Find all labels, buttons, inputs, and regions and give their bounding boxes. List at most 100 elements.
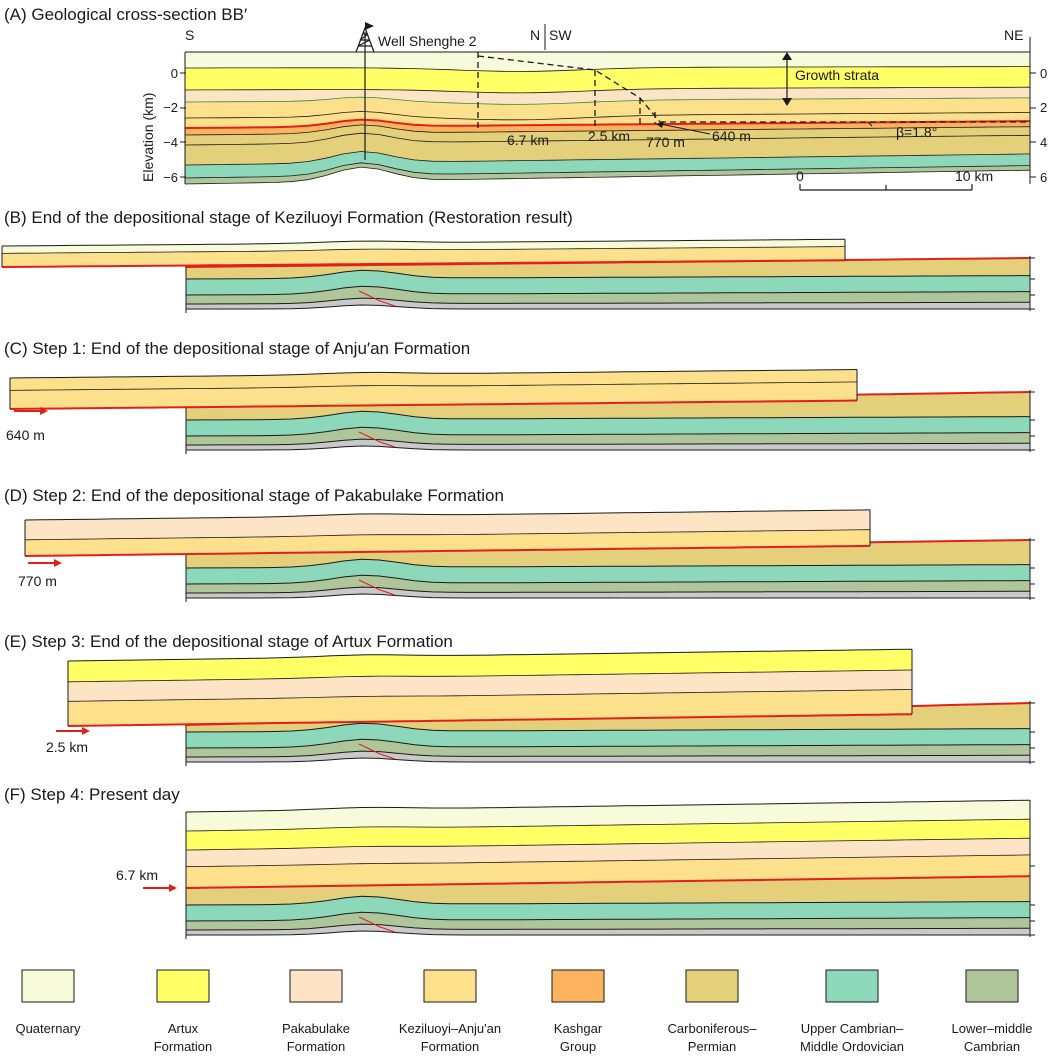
shift-arrow-head	[169, 884, 177, 892]
layer-lower-cambrian	[186, 427, 1030, 445]
sheet-layer	[25, 509, 870, 540]
layer-lower-cambrian	[186, 575, 1030, 593]
shift-label-e: 2.5 km	[46, 739, 88, 755]
left-end-label: S	[185, 27, 194, 43]
a-layer	[185, 162, 1030, 184]
left-tick-0: 0	[171, 66, 178, 81]
sheet-basal-thrust	[24, 544, 871, 557]
legend-swatch-2	[156, 969, 210, 1003]
horizon-line-0	[185, 558, 1031, 569]
sheet-horizon	[1, 246, 846, 254]
panel-e-title: (E) Step 3: End of the depositional stag…	[4, 632, 453, 651]
well-flag-icon	[365, 22, 374, 30]
sheet-layer	[68, 670, 912, 702]
sheet-basal-thrust	[67, 713, 913, 727]
panel-a-title: (A) Geological cross-section BB′	[4, 5, 247, 24]
right-end-label: NE	[1004, 27, 1023, 43]
left-tick-4: −4	[163, 135, 178, 150]
left-tick-2: −2	[163, 100, 178, 115]
legend-swatch-5	[551, 969, 605, 1003]
layer-lower-cambrian	[186, 739, 1030, 757]
scale-bar-end: 10 km	[955, 168, 993, 184]
sheet-layer	[186, 854, 1030, 888]
panel-b-title: (B) End of the depositional stage of Kez…	[4, 208, 573, 227]
legend-label-2-1: Artux	[168, 1021, 199, 1036]
y-axis-label: Elevation (km)	[140, 93, 156, 182]
a-horizon	[184, 96, 1030, 105]
sheet-horizon	[9, 381, 858, 391]
legend-label-7-2: Middle Ordovician	[800, 1039, 904, 1054]
distance-label-770m: 770 m	[646, 134, 685, 150]
panel-d-title: (D) Step 2: End of the depositional stag…	[4, 486, 504, 505]
distance-label-2-5km: 2.5 km	[588, 128, 630, 144]
growth-strata-label: Growth strata	[795, 67, 879, 83]
a-horizon	[184, 166, 1031, 185]
a-horizon	[184, 151, 1031, 166]
panel-d-section	[24, 509, 1035, 602]
horizon-line-1	[185, 738, 1031, 749]
legend-label-5-1: Kashgar	[554, 1021, 603, 1036]
legend-swatch-7	[825, 969, 879, 1003]
right-tick-4: 4	[1040, 135, 1047, 150]
legend-label-6-1: Carboniferous–	[668, 1021, 758, 1036]
scale-bar	[799, 184, 973, 191]
horizon-line-3	[186, 930, 1030, 936]
sheet-layer	[10, 369, 857, 391]
beta-label: β=1.8°	[896, 124, 937, 140]
layer-lower-cambrian	[186, 286, 1030, 304]
a-horizon	[184, 86, 1031, 94]
horizon-line-2	[186, 297, 1030, 305]
a-horizon	[185, 66, 1030, 72]
a-layer	[185, 133, 1030, 165]
horizon-line-2	[186, 586, 1030, 594]
sheet-top	[1, 238, 846, 247]
a-horizon	[184, 132, 1031, 146]
layer-carboniferous-permian	[186, 258, 1030, 279]
panel-b-section	[1, 238, 1035, 313]
horizon-line-0	[185, 410, 1031, 421]
panel-c-title: (C) Step 1: End of the depositional stag…	[4, 339, 470, 358]
legend-label-1-1: Quaternary	[15, 1021, 81, 1036]
sheet-horizon	[185, 854, 1031, 868]
horizon-line-3	[186, 304, 1030, 310]
horizon-line-3	[186, 593, 1030, 599]
legend-label-5-2: Group	[560, 1039, 596, 1054]
sheet-layer	[25, 529, 870, 556]
legend-swatch-1	[21, 969, 75, 1003]
panel-f-title: (F) Step 4: Present day	[4, 785, 180, 804]
layer-lower-cambrian	[186, 912, 1030, 930]
legend-label-4-2: Formation	[421, 1039, 480, 1054]
legend-swatch-4	[423, 969, 477, 1003]
right-tick-6: 6	[1040, 170, 1047, 185]
a-layer	[185, 124, 1030, 145]
shift-arrow-head	[82, 727, 90, 735]
legend-label-4-1: Keziluoyi–Anju'an	[399, 1021, 501, 1036]
minor-fault	[358, 431, 396, 448]
horizon-line-2	[186, 923, 1030, 931]
shift-label-f: 6.7 km	[116, 867, 158, 883]
sheet-horizon	[67, 689, 913, 702]
sheet-top	[185, 799, 1031, 813]
growth-reference-dashes	[477, 52, 1028, 128]
sheet-horizon	[24, 529, 871, 541]
sheet-basal-thrust	[185, 875, 1031, 889]
sheet-basal-thrust	[9, 399, 858, 410]
horizon-line-0	[185, 895, 1031, 906]
horizon-line-3	[186, 757, 1030, 763]
legend-label-8-2: Cambrian	[964, 1039, 1020, 1054]
horizon-line-1	[185, 911, 1031, 922]
right-tick-2: 2	[1040, 100, 1047, 115]
bend-label-sw: SW	[549, 27, 572, 43]
a-horizon	[184, 124, 1031, 136]
sheet-layer	[2, 239, 845, 254]
panel-c-section	[9, 369, 1035, 454]
sheet-basal-thrust	[1, 259, 846, 268]
horizon-line-0	[185, 269, 1031, 280]
a-horizon	[184, 110, 1031, 121]
legend-swatch-8	[965, 969, 1019, 1003]
well-label: Well Shenghe 2	[378, 33, 477, 49]
sheet-top	[67, 648, 913, 662]
minor-fault	[358, 290, 396, 307]
shift-label-d: 770 m	[18, 573, 57, 589]
